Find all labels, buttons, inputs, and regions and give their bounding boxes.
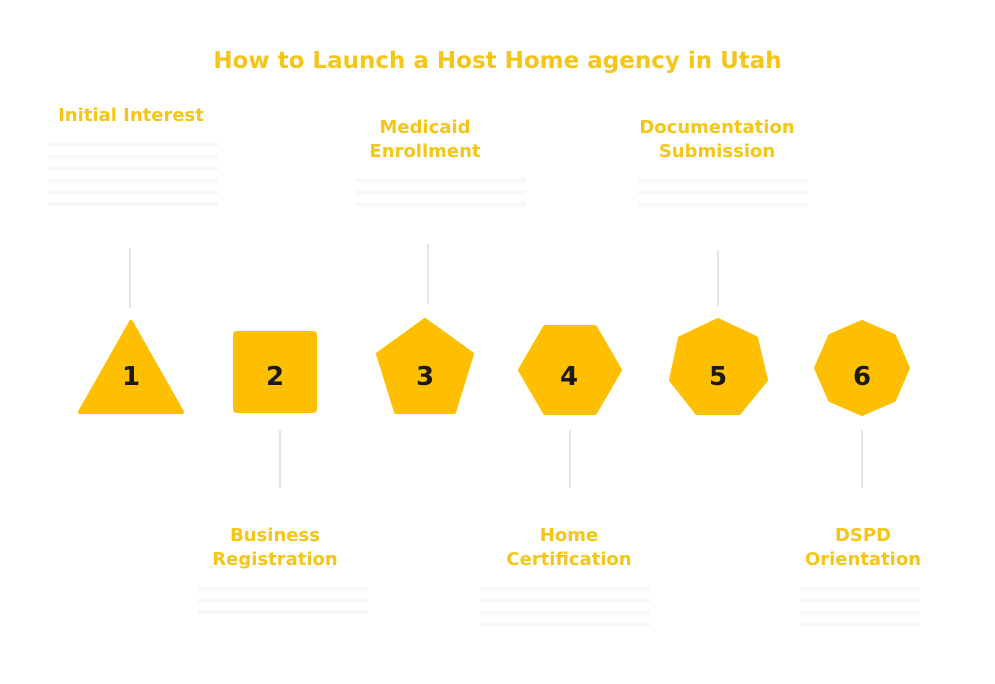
step-1-triangle bbox=[78, 320, 184, 414]
step-1-description bbox=[48, 142, 218, 206]
step-5-number: 5 bbox=[709, 362, 727, 392]
step-2-label-text: Business Registration bbox=[212, 525, 338, 570]
step-4-label-text: Home Certification bbox=[506, 525, 632, 570]
step-2-description bbox=[198, 586, 368, 614]
step-1-number: 1 bbox=[122, 362, 140, 392]
step-3-pentagon bbox=[376, 318, 474, 414]
step-4-number: 4 bbox=[560, 362, 578, 392]
step-6-label: DSPD Orientation bbox=[763, 524, 963, 572]
step-6-number: 6 bbox=[853, 362, 871, 392]
step-6-description bbox=[800, 586, 920, 632]
step-4-hexagon bbox=[518, 325, 622, 415]
step-4-description bbox=[480, 586, 650, 632]
step-5-heptagon bbox=[669, 318, 768, 415]
step-3-number: 3 bbox=[416, 362, 434, 392]
step-6-octagon bbox=[814, 320, 910, 416]
step-3-label-text: Medicaid Enrollment bbox=[369, 117, 481, 162]
step-2-square bbox=[233, 331, 317, 413]
diagram-title: How to Launch a Host Home agency in Utah bbox=[213, 48, 782, 74]
step-5-label-text: Documentation Submission bbox=[639, 117, 795, 162]
step-4-label: Home Certification bbox=[469, 524, 669, 572]
step-2-label: Business Registration bbox=[175, 524, 375, 572]
step-5-description bbox=[638, 178, 808, 214]
step-5-label: Documentation Submission bbox=[617, 116, 817, 164]
step-3-label: Medicaid Enrollment bbox=[325, 116, 525, 164]
step-2-number: 2 bbox=[266, 362, 284, 392]
step-1-label: Initial Interest bbox=[58, 105, 204, 126]
step-3-description bbox=[356, 178, 526, 208]
step-6-label-text: DSPD Orientation bbox=[804, 525, 922, 570]
